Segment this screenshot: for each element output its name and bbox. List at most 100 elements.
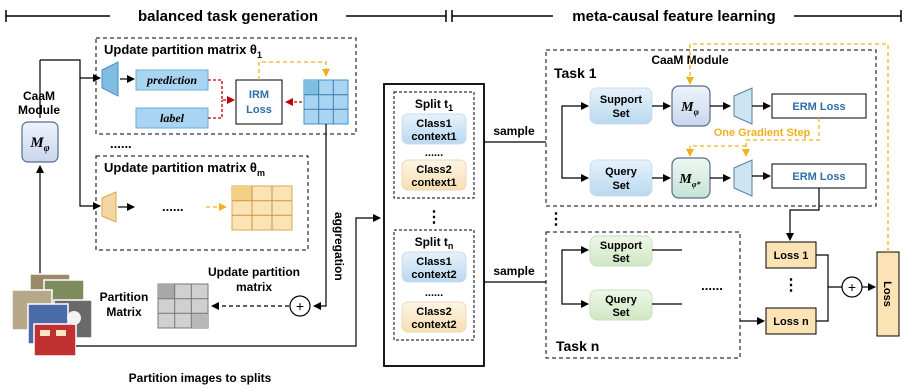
caam-module-label-line1: CaaM bbox=[23, 89, 55, 103]
split-1-box bbox=[393, 91, 475, 199]
caam-module-symbol: Mφ bbox=[29, 135, 49, 154]
loss-1-box bbox=[765, 241, 817, 269]
task-n-fork-down bbox=[561, 282, 589, 308]
split-n-class2-box bbox=[401, 301, 467, 333]
split-n-class1: Class1 bbox=[416, 256, 451, 268]
split-n-class1-ctx: context2 bbox=[411, 269, 456, 281]
image-stack bbox=[11, 273, 93, 357]
update-blocks-dots: ...... bbox=[110, 136, 132, 151]
orange-partition-matrix bbox=[231, 185, 293, 231]
split-1-class1: Class1 bbox=[416, 118, 451, 130]
update-block-m bbox=[95, 155, 309, 251]
update-block-1 bbox=[95, 37, 357, 135]
split-1-dots: ...... bbox=[425, 147, 443, 159]
arrow-caam-to-block1 bbox=[40, 59, 101, 82]
update-block-m-dots: ...... bbox=[162, 199, 184, 214]
header-left: balanced task generation bbox=[5, 8, 447, 25]
task-n-box bbox=[545, 231, 741, 359]
encoder-blue-icon bbox=[101, 61, 119, 97]
gradient-step-label: One Gradient Step bbox=[714, 127, 811, 139]
header-right: meta-causal feature learning bbox=[451, 8, 902, 25]
erm-loss-1: ERM Loss bbox=[792, 101, 845, 113]
sample-label-n: sample bbox=[493, 264, 535, 278]
task-1-head-2-icon bbox=[733, 159, 753, 197]
update-partition-line2: matrix bbox=[236, 280, 272, 294]
prediction-text: prediction bbox=[146, 73, 197, 87]
update-partition-line1: Update partition bbox=[208, 265, 300, 279]
split-1-class2: Class2 bbox=[416, 164, 451, 176]
task-n-query-l1: Query bbox=[605, 294, 638, 306]
task-1-m-symbol: Mφ bbox=[680, 100, 699, 117]
irm-loss-line1: IRM bbox=[249, 89, 269, 101]
arrow-erm2-to-loss1 bbox=[786, 188, 820, 241]
label-text: label bbox=[160, 111, 185, 125]
split-1-class2-ctx: context1 bbox=[411, 177, 456, 189]
arrow-caam-to-blockm bbox=[79, 78, 101, 210]
split-n-class1-box bbox=[401, 251, 467, 283]
task-n-fork bbox=[561, 246, 589, 282]
aggregation-label: aggregation bbox=[332, 212, 346, 281]
gradient-step-path-2 bbox=[686, 145, 746, 157]
task-1-box bbox=[545, 49, 877, 207]
task-1-query-l1: Query bbox=[605, 166, 638, 178]
sample-label-1: sample bbox=[493, 124, 535, 138]
update-block-1-title: Update partition matrix θ1 bbox=[104, 42, 262, 60]
irm-loss-line2: Loss bbox=[246, 104, 272, 116]
gray-partition-matrix bbox=[157, 283, 209, 329]
loss-n-box bbox=[765, 307, 817, 335]
task-n-support-l2: Set bbox=[612, 253, 629, 265]
arrow-lossn-to-plus bbox=[816, 287, 829, 322]
plus-circle-left bbox=[289, 295, 311, 317]
losses-vdots: ⋮ bbox=[783, 277, 799, 294]
update-block-m-title: Update partition matrix θm bbox=[104, 160, 265, 178]
tasks-vdots: ⋮ bbox=[548, 211, 564, 228]
feedback-gold-loop bbox=[686, 43, 889, 252]
task-1-m2-symbol: Mφ* bbox=[678, 172, 701, 189]
gradient-step-path bbox=[742, 118, 820, 157]
aggregation-line bbox=[313, 124, 327, 310]
erm-loss-2: ERM Loss bbox=[792, 171, 845, 183]
total-loss: Loss bbox=[881, 281, 893, 307]
caam-module-box bbox=[21, 121, 59, 163]
task-n-support-box bbox=[589, 235, 653, 267]
split-1-class1-box bbox=[401, 113, 467, 145]
arrow-prediction-to-irm bbox=[208, 79, 235, 104]
task-1-support-l1: Support bbox=[600, 94, 642, 106]
split-n-class2-ctx: context2 bbox=[411, 319, 456, 331]
task-n-title: Task n bbox=[556, 338, 599, 354]
loss-1: Loss 1 bbox=[774, 250, 809, 262]
loss-n: Loss n bbox=[773, 316, 809, 328]
erm-loss-box-1 bbox=[771, 93, 867, 119]
task-1-support-l2: Set bbox=[612, 108, 629, 120]
plus-left: + bbox=[296, 298, 304, 314]
partition-images-label: Partition images to splits bbox=[129, 371, 272, 385]
task-n-query-l2: Set bbox=[612, 307, 629, 319]
task-1-query-l2: Set bbox=[612, 180, 629, 192]
irm-loss-box bbox=[235, 79, 283, 125]
split-n-title: Split tn bbox=[415, 235, 454, 251]
task-1-head-1-icon bbox=[733, 87, 753, 125]
partition-matrix-line1: Partition bbox=[100, 290, 149, 304]
task-n-query-box bbox=[589, 289, 653, 321]
plus-right: + bbox=[848, 279, 856, 295]
encoder-orange-icon bbox=[101, 191, 117, 223]
task-1-title: Task 1 bbox=[554, 65, 597, 81]
partition-images-line bbox=[76, 214, 381, 347]
task-1-fork-down bbox=[561, 142, 589, 182]
blue-partition-matrix bbox=[303, 79, 349, 125]
arrow-irm-to-matrix-gold bbox=[258, 61, 330, 80]
arrow-label-to-irm bbox=[208, 100, 223, 119]
split-n-dots: ...... bbox=[425, 287, 443, 299]
header-right-title: meta-causal feature learning bbox=[572, 8, 775, 25]
caam-module-label-line2: Module bbox=[18, 103, 60, 117]
arrow-loss1-to-plus bbox=[816, 254, 842, 288]
split-1-title: Split t1 bbox=[415, 97, 453, 113]
split-n-box bbox=[393, 229, 475, 341]
partition-matrix-line2: Matrix bbox=[106, 305, 142, 319]
task-n-dots: ...... bbox=[701, 278, 723, 293]
split-1-class2-box bbox=[401, 159, 467, 191]
split-n-class2: Class2 bbox=[416, 306, 451, 318]
header-left-title: balanced task generation bbox=[138, 8, 318, 25]
splits-vdots: ⋮ bbox=[426, 209, 442, 226]
